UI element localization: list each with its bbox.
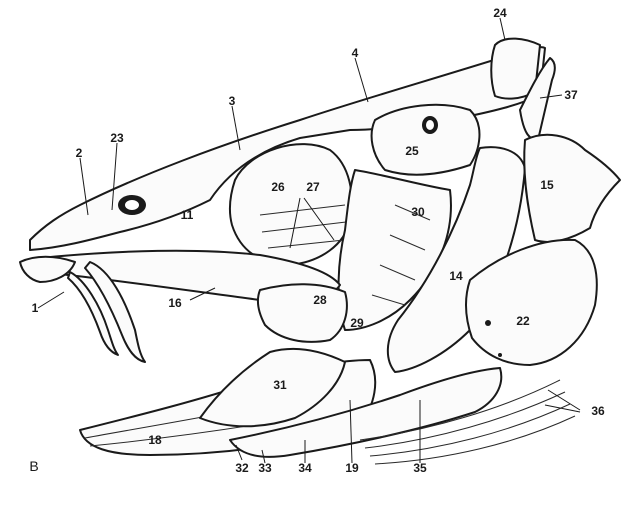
opercular-upper: [372, 105, 480, 175]
label-25: 25: [405, 145, 418, 157]
label-3: 3: [229, 95, 236, 107]
label-33: 33: [258, 462, 271, 474]
label-27: 27: [306, 181, 319, 193]
label-16: 16: [168, 297, 181, 309]
label-2: 2: [76, 147, 83, 159]
label-11: 11: [181, 209, 194, 221]
label-29: 29: [350, 317, 363, 329]
label-28: 28: [313, 294, 326, 306]
label-18: 18: [148, 434, 161, 446]
label-34: 34: [298, 462, 311, 474]
label-35: 35: [413, 462, 426, 474]
label-31: 31: [273, 379, 286, 391]
label-32: 32: [235, 462, 248, 474]
label-23: 23: [110, 132, 123, 144]
panel-label: B: [29, 458, 38, 474]
label-24: 24: [493, 7, 506, 19]
label-14: 14: [449, 270, 462, 282]
label-36: 36: [591, 405, 604, 417]
label-37: 37: [564, 89, 577, 101]
label-19: 19: [345, 462, 358, 474]
ectopterygoid: [258, 284, 347, 342]
label-22: 22: [516, 315, 529, 327]
label-4: 4: [352, 47, 359, 59]
supracleithrum: [524, 135, 620, 242]
label-1: 1: [32, 302, 39, 314]
premaxilla: [20, 257, 75, 282]
label-26: 26: [271, 181, 284, 193]
label-30: 30: [411, 206, 424, 218]
label-15: 15: [540, 179, 553, 191]
